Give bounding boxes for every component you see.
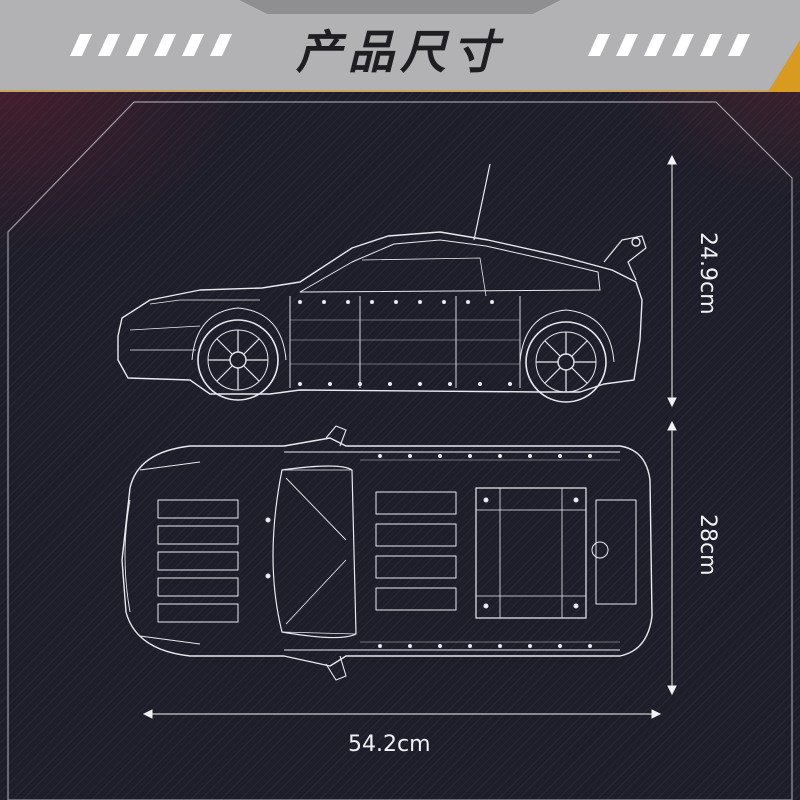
car-side-view-icon <box>117 163 647 403</box>
accent-corner <box>768 40 800 92</box>
car-top-view-icon <box>121 425 653 681</box>
header-band-shape <box>0 0 800 92</box>
header-band: 产品尺寸 <box>0 0 800 92</box>
dimension-length-label: 54.2cm <box>348 732 431 757</box>
header-stripes-left <box>70 34 232 56</box>
page-title: 产品尺寸 <box>296 25 504 79</box>
dimension-width-label: 28cm <box>695 514 720 576</box>
dimension-height-label: 24.9cm <box>695 232 720 315</box>
header-stripes-right <box>588 34 750 56</box>
